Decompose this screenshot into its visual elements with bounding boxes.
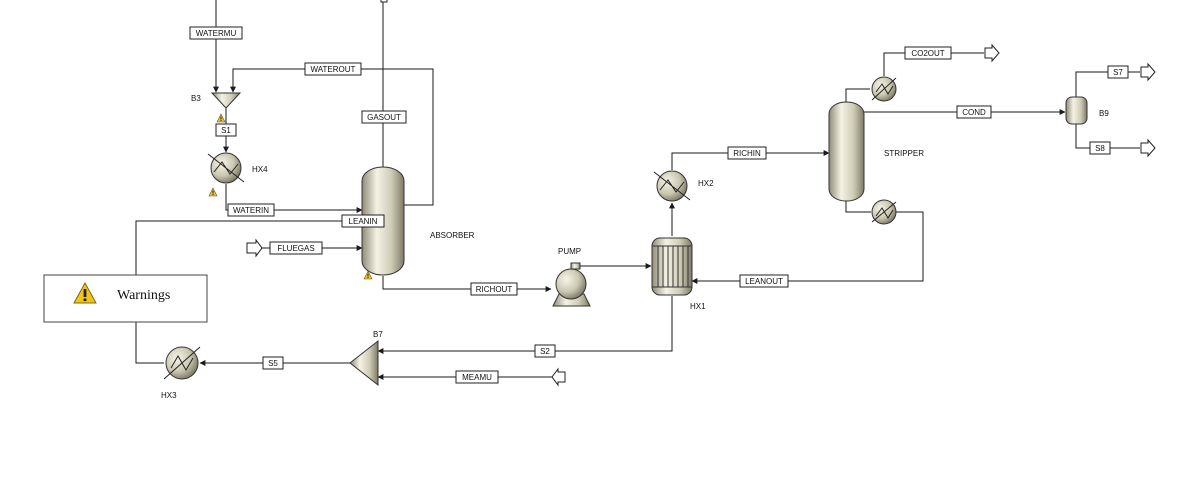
stream-tag-s7[interactable]: S7: [1107, 65, 1129, 79]
stream-line-s8[interactable]: [1075, 124, 1140, 149]
block-hx4[interactable]: HX4: [207, 152, 268, 197]
stream-tag-fluegas[interactable]: FLUEGAS: [269, 241, 323, 255]
gasout-port-icon[interactable]: [380, 0, 388, 3]
stream-line-waterin[interactable]: [225, 184, 363, 213]
stream-tag-s2[interactable]: S2: [534, 344, 556, 358]
stream-tag-richout[interactable]: RICHOUT: [470, 282, 518, 296]
stream-label-s5: S5: [268, 359, 278, 368]
stream-tag-s1[interactable]: S1: [215, 123, 237, 137]
stream-tag-leanout[interactable]: LEANOUT: [739, 274, 789, 288]
stream-label-gasout: GASOUT: [367, 113, 401, 122]
stream-tag-waterin[interactable]: WATERIN: [227, 203, 275, 217]
stream-line-leanout[interactable]: [691, 211, 924, 284]
heater-symbol-icon: [163, 346, 201, 380]
stream-line-stripper-to-reboiler[interactable]: [845, 200, 871, 213]
block-label-hx2: HX2: [698, 179, 714, 188]
stream-line-richout[interactable]: [382, 276, 552, 292]
block-label-b7: B7: [373, 330, 383, 339]
stream-tag-waterout[interactable]: WATEROUT: [304, 62, 362, 76]
block-label-pump: PUMP: [558, 247, 581, 256]
block-b3[interactable]: B3: [191, 92, 242, 123]
block-label-absorber: ABSORBER: [430, 231, 475, 240]
stream-line-waterout[interactable]: [230, 68, 434, 206]
mixer-icon: [349, 339, 379, 387]
stream-label-s2: S2: [540, 347, 550, 356]
block-label-hx1: HX1: [690, 302, 706, 311]
block-pump[interactable]: PUMP: [552, 247, 591, 307]
stream-label-meamu: MEAMU: [462, 373, 492, 382]
heater-symbol-icon: [653, 171, 691, 201]
stream-label-s7: S7: [1113, 68, 1123, 77]
warning-icon: [208, 187, 218, 197]
stream-label-waterout: WATEROUT: [311, 65, 356, 74]
warning-icon: [216, 113, 226, 123]
meamu-feed-icon[interactable]: [551, 367, 566, 387]
condenser-symbol-icon: [871, 77, 897, 101]
pump-outlet-icon: [570, 262, 581, 270]
heater-symbol-icon: [207, 153, 245, 183]
stream-label-waterin: WATERIN: [233, 206, 269, 215]
stream-tag-co2out[interactable]: CO2OUT: [904, 46, 952, 60]
stream-tag-richin[interactable]: RICHIN: [727, 146, 767, 160]
s8-product-icon[interactable]: [1140, 138, 1156, 158]
stream-label-s8: S8: [1095, 144, 1105, 153]
block-label-stripper: STRIPPER: [884, 149, 924, 158]
warnings-label: Warnings: [117, 288, 170, 303]
stream-tag-s8[interactable]: S8: [1089, 141, 1111, 155]
stream-label-leanout: LEANOUT: [745, 277, 783, 286]
stream-label-co2out: CO2OUT: [911, 49, 944, 58]
pump-base-icon: [552, 293, 591, 307]
stream-line-hx3-out[interactable]: [135, 322, 164, 364]
stream-tag-watermu[interactable]: WATERMU: [189, 26, 243, 40]
stream-line-leanin[interactable]: [135, 218, 363, 275]
pump-icon: [555, 268, 587, 300]
mixer-icon: [210, 92, 242, 109]
s7-product-icon[interactable]: [1140, 62, 1156, 82]
stream-tag-meamu[interactable]: MEAMU: [455, 370, 499, 384]
flash-drum-icon: [1065, 96, 1088, 125]
block-hx2[interactable]: HX2: [653, 170, 714, 202]
block-label-hx3: HX3: [161, 391, 177, 400]
stream-label-watermu: WATERMU: [196, 29, 237, 38]
stream-tag-gasout[interactable]: GASOUT: [361, 110, 407, 124]
stream-label-s1: S1: [221, 126, 231, 135]
warning-icon: [73, 281, 97, 304]
reboiler-symbol-icon: [871, 201, 897, 223]
stream-tag-cond[interactable]: COND: [956, 105, 992, 119]
port-arrows: [246, 0, 1156, 387]
stream-line-s2[interactable]: [377, 296, 673, 354]
stream-label-fluegas: FLUEGAS: [277, 244, 314, 253]
block-hx3[interactable]: HX3: [161, 346, 201, 400]
stream-tag-s5[interactable]: S5: [262, 356, 284, 370]
column-icon: [828, 101, 865, 202]
block-label-b9: B9: [1099, 109, 1109, 118]
stream-line-richin[interactable]: [671, 150, 830, 170]
stream-label-richin: RICHIN: [733, 149, 761, 158]
tube-bundle-icon: [652, 245, 692, 288]
heat-exchanger-icon: [651, 237, 693, 296]
stream-line-stripper-to-condenser[interactable]: [845, 88, 870, 103]
stream-tag-leanin[interactable]: LEANIN: [341, 214, 385, 228]
warning-icon: [363, 270, 373, 280]
warnings-panel[interactable]: Warnings: [43, 274, 208, 323]
block-b7[interactable]: B7: [349, 330, 383, 387]
stream-label-richout: RICHOUT: [476, 285, 513, 294]
co2out-product-icon[interactable]: [984, 43, 1000, 63]
block-label-b3: B3: [191, 94, 201, 103]
block-hx1[interactable]: HX1: [651, 237, 706, 311]
stream-label-cond: COND: [962, 108, 986, 117]
stream-tags: WATERMU WATEROUT GASOUT S1 WATERIN LEANI…: [189, 26, 1129, 384]
block-b9[interactable]: B9: [1065, 96, 1109, 125]
stream-label-leanin: LEANIN: [349, 217, 378, 226]
block-label-hx4: HX4: [252, 165, 268, 174]
warnings-panel-box: [43, 274, 208, 323]
fluegas-feed-icon[interactable]: [246, 238, 263, 258]
block-stripper[interactable]: STRIPPER: [828, 76, 924, 225]
